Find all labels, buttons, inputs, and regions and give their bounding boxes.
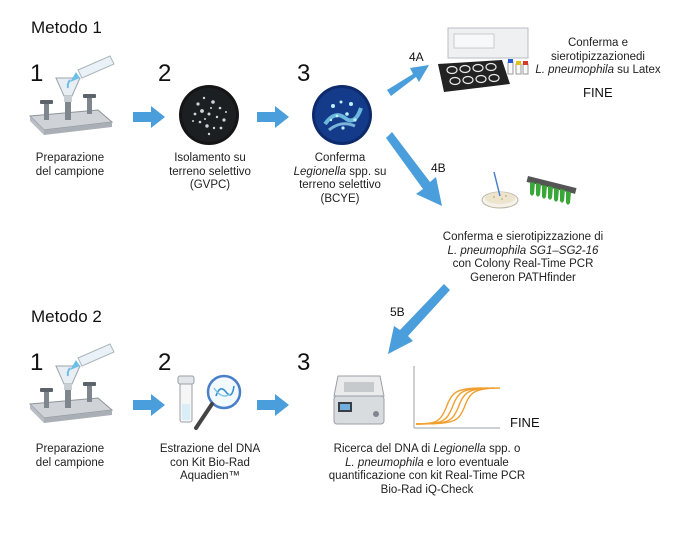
pcr-instrument-icon [333,375,385,425]
method2-step3-label-line1-post: spp. o [485,443,521,455]
method1-step3-number: 3 [297,60,311,87]
method2-step3-label-line1-pre: Ricerca del DNA di [333,443,434,455]
method2-step1-label: Preparazione del campione [20,443,120,470]
method2-title: Metodo 2 [31,307,102,326]
filtration-apparatus-icon [28,55,115,135]
branch-4b-label-line4: Generon PATHfinder [470,271,576,284]
method2-step2-label-line1: Estrazione del DNA [159,443,261,455]
filtration-apparatus-icon [28,343,115,423]
arrow-5b [388,284,450,354]
method1-step2-number: 2 [158,60,172,87]
branch-4a-label-line1: Conferma e [567,37,629,49]
method1-step1-label-line2: del campione [35,165,105,178]
arrow-to-4b [386,132,442,206]
method2-step3-label: Ricerca del DNA di Legionella spp. o L. … [318,443,536,497]
method2-step3-number: 3 [297,349,311,376]
method1-step3-label-line2-rest: spp. su [346,165,387,178]
arrow-m2-2-to-3 [257,394,289,416]
arrow-to-4a [387,65,429,96]
arrow-m2-1-to-2 [133,394,165,416]
branch-4b-label-line2: L. pneumophila SG1–SG2-16 [447,244,599,257]
method2-end: FINE [510,415,540,430]
method1-step1-label-line1: Preparazione [35,152,105,164]
method1-step3-label-line2: Legionella spp. su [284,166,396,180]
method2-step3-label-line4: Bio-Rad iQ-Check [380,483,474,496]
method2-step2-label-line3: Aquadien™ [179,470,241,482]
branch-4a-end: FINE [583,85,613,100]
dna-extraction-icon [177,374,242,430]
branch-4b-label-line1: Conferma e sierotipizzazione di [442,231,604,243]
branch-4b-tag: 4B [431,161,446,175]
method2-step2-label-line2: con Kit Bio-Rad [170,456,250,469]
method1-title: Metodo 1 [31,18,102,37]
branch-4a-label-line3-rest: su Latex [613,64,661,76]
arrow-m1-1-to-2 [133,106,165,128]
branch-4b-label: Conferma e sierotipizzazione di L. pneum… [418,231,628,285]
colony-pcr-icon [481,171,577,209]
pcr-amplification-curves [413,366,501,429]
bcye-plate-icon [312,85,372,145]
method1-step3-label-line4: (BCYE) [320,192,360,205]
branch-4a-label: Conferma e sierotipizzazionedi L. pneumo… [528,37,668,78]
method1-step2-label-line3: (GVPC) [189,179,231,191]
method2-step2-label: Estrazione del DNA con Kit Bio-Rad Aquad… [152,443,268,484]
method2-step1-label-line1: Preparazione [35,443,105,455]
method1-step3-label-line3: terreno selettivo [299,179,381,191]
branch-4a-tag: 4A [409,50,424,64]
branch-4a-label-line2: sierotipizzazionedi [551,50,645,63]
branch-4b-label-line3: con Colony Real-Time PCR [452,258,594,270]
method1-step3-label-line1: Conferma [314,152,366,164]
method1-step2-label-line1: Isolamento su [174,152,246,164]
method2-step3-label-line2: L. pneumophila e loro eventuale [318,457,536,471]
arrow-m1-2-to-3 [257,106,289,128]
method1-step1-number: 1 [30,60,44,87]
method2-step3-label-line3: quantificazione con kit Real-Time PCR [328,470,526,482]
gvpc-plate-icon [179,85,239,145]
branch-4a-label-line3: L. pneumophila su Latex [528,64,668,78]
l-pneumophila-italic: L. pneumophila [535,64,614,76]
latex-kit-icon [438,27,529,92]
method1-step2-label: Isolamento su terreno selettivo (GVPC) [158,152,262,193]
legionella-italic: Legionella [433,443,486,455]
l-pneumophila-italic: L. pneumophila [345,456,424,469]
method1-step1-label: Preparazione del campione [20,152,120,179]
method2-step1-label-line2: del campione [35,456,105,469]
link-5b-tag: 5B [390,305,405,319]
method2-step2-number: 2 [158,349,172,376]
method1-step3-label: Conferma Legionella spp. su terreno sele… [284,152,396,206]
method2-step3-label-line2-post: e loro eventuale [423,456,509,469]
method2-step1-number: 1 [30,349,44,376]
legionella-italic: Legionella [293,165,347,178]
method1-step2-label-line2: terreno selettivo [169,165,251,178]
method2-step3-label-line1: Ricerca del DNA di Legionella spp. o [318,443,536,457]
